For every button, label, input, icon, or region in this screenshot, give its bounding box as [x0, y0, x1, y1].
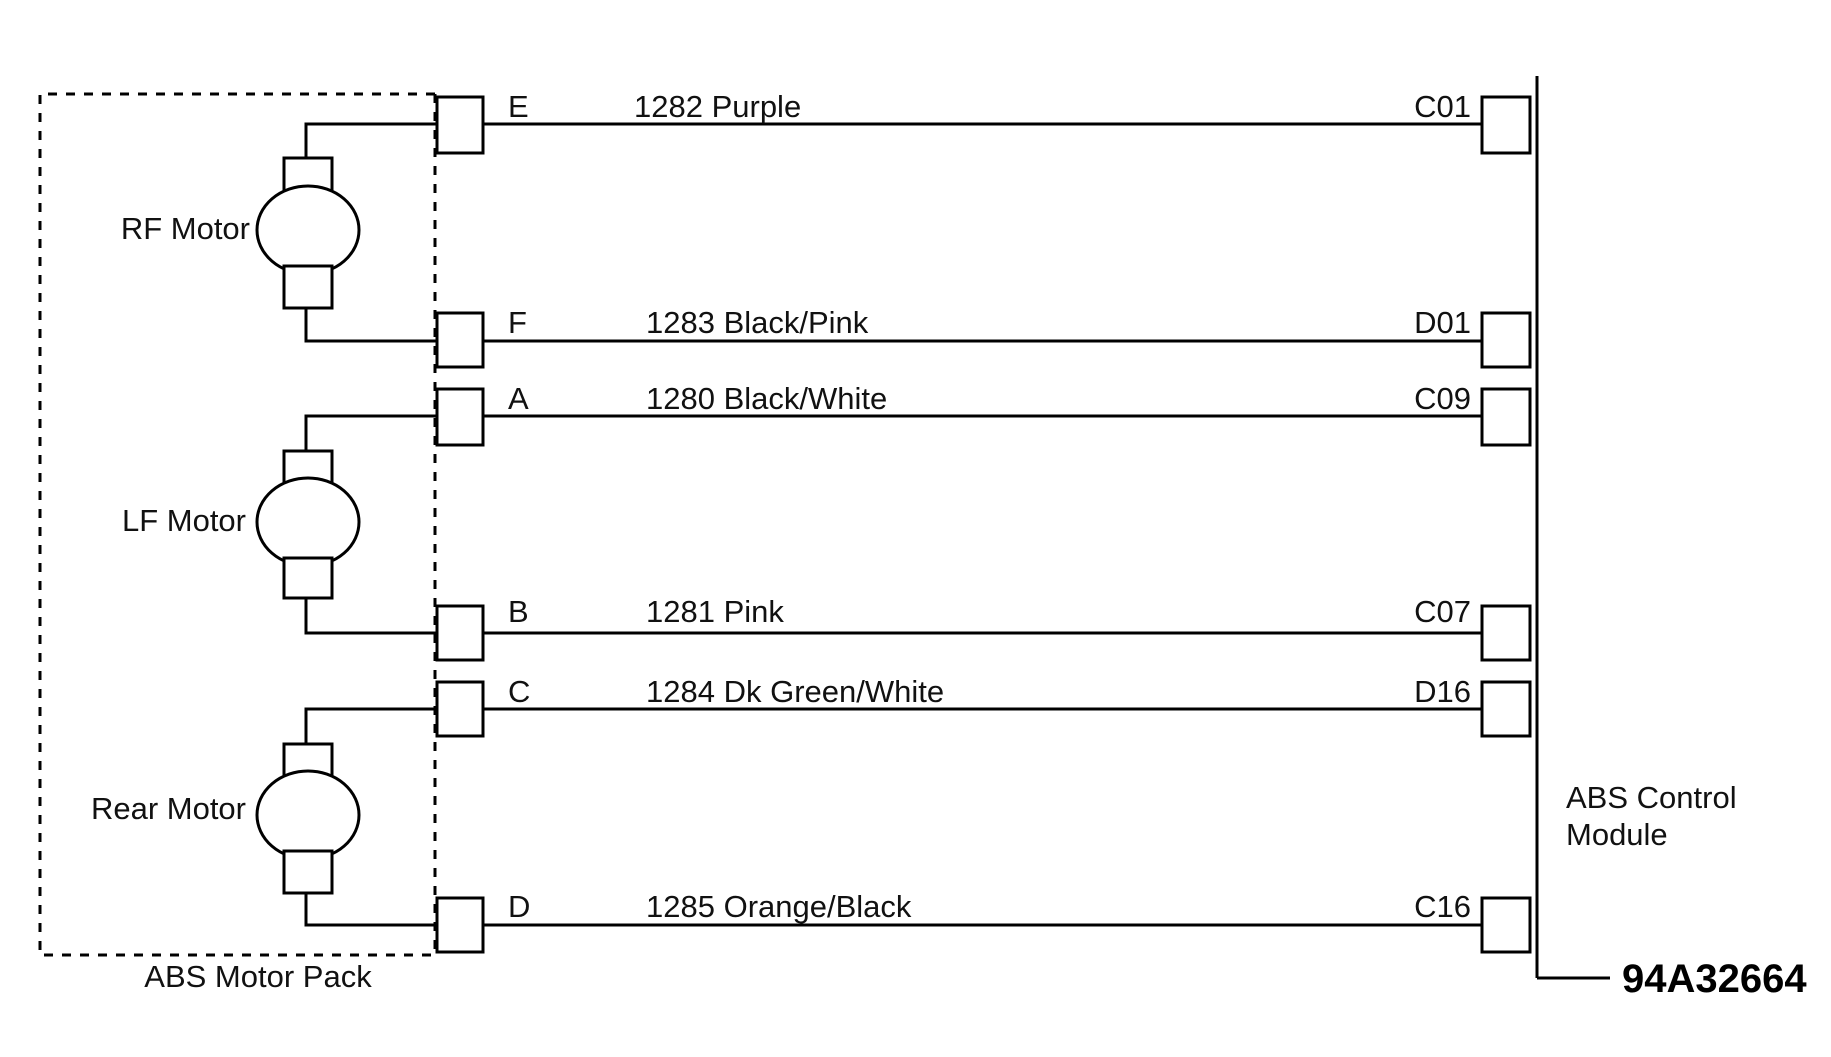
- lf-motor-lead-bottom: [304, 598, 437, 635]
- rear-motor-icon: [255, 769, 361, 861]
- circuit-row: C 1284 Dk Green/White D16: [435, 674, 1532, 738]
- rear-motor-lead-bottom: [304, 893, 437, 927]
- control-module-label-line1: ABS Control: [1566, 780, 1737, 815]
- wire-label: 1283 Black/Pink: [646, 305, 869, 340]
- pack-pin-label: D: [508, 889, 530, 924]
- wire-label: 1280 Black/White: [646, 381, 887, 416]
- wire-label: 1281 Pink: [646, 594, 784, 629]
- wire-label: 1285 Orange/Black: [646, 889, 912, 924]
- module-pin-label: C07: [1414, 594, 1471, 629]
- rear-motor-brush-bottom: [282, 849, 334, 895]
- rf-motor-lead-bottom: [304, 308, 437, 343]
- module-pin-label: C16: [1414, 889, 1471, 924]
- rf-motor-lead-top: [304, 122, 437, 158]
- lf-motor-icon: [255, 476, 361, 568]
- circuit-row: A 1280 Black/White C09: [435, 381, 1532, 447]
- rf-motor-icon: [255, 184, 361, 276]
- module-pin-label: D01: [1414, 305, 1471, 340]
- pack-pin-label: F: [508, 305, 527, 340]
- circuit-row: D 1285 Orange/Black C16: [435, 889, 1532, 954]
- wire-label: 1282 Purple: [634, 89, 801, 124]
- figure-id: 94A32664: [1622, 957, 1807, 1001]
- pack-connector-terminal: [435, 311, 485, 369]
- module-connector-terminal: [1480, 311, 1532, 369]
- pack-connector-terminal: [435, 604, 485, 662]
- pack-connector-terminal: [435, 387, 485, 447]
- module-pin-label: C09: [1414, 381, 1471, 416]
- module-connector-terminal: [1480, 896, 1532, 954]
- pack-pin-label: C: [508, 674, 530, 709]
- rear-motor-label: Rear Motor: [91, 791, 246, 826]
- rf-motor-label: RF Motor: [121, 211, 250, 246]
- rear-motor: Rear Motor: [91, 707, 437, 927]
- pack-pin-label: A: [508, 381, 529, 416]
- circuit-row: F 1283 Black/Pink D01: [435, 305, 1532, 369]
- module-connector-terminal: [1480, 387, 1532, 447]
- control-module-label-line2: Module: [1566, 817, 1668, 852]
- module-connector-terminal: [1480, 680, 1532, 738]
- rf-motor: RF Motor: [121, 122, 437, 343]
- pack-pin-label: E: [508, 89, 529, 124]
- circuit-row: E 1282 Purple C01: [435, 89, 1532, 155]
- motor-pack-label: ABS Motor Pack: [144, 959, 372, 994]
- lf-motor-brush-bottom: [282, 556, 334, 600]
- lf-motor: LF Motor: [122, 414, 437, 635]
- lf-motor-lead-top: [304, 414, 437, 451]
- pack-connector-terminal: [435, 95, 485, 155]
- lf-motor-label: LF Motor: [122, 503, 246, 538]
- module-pin-label: D16: [1414, 674, 1471, 709]
- module-pin-label: C01: [1414, 89, 1471, 124]
- pack-pin-label: B: [508, 594, 529, 629]
- rear-motor-lead-top: [304, 707, 437, 744]
- wire-label: 1284 Dk Green/White: [646, 674, 944, 709]
- rf-motor-brush-bottom: [282, 264, 334, 310]
- pack-connector-terminal: [435, 896, 485, 954]
- pack-connector-terminal: [435, 680, 485, 738]
- circuit-row: B 1281 Pink C07: [435, 594, 1532, 662]
- module-connector-terminal: [1480, 95, 1532, 155]
- module-connector-terminal: [1480, 604, 1532, 662]
